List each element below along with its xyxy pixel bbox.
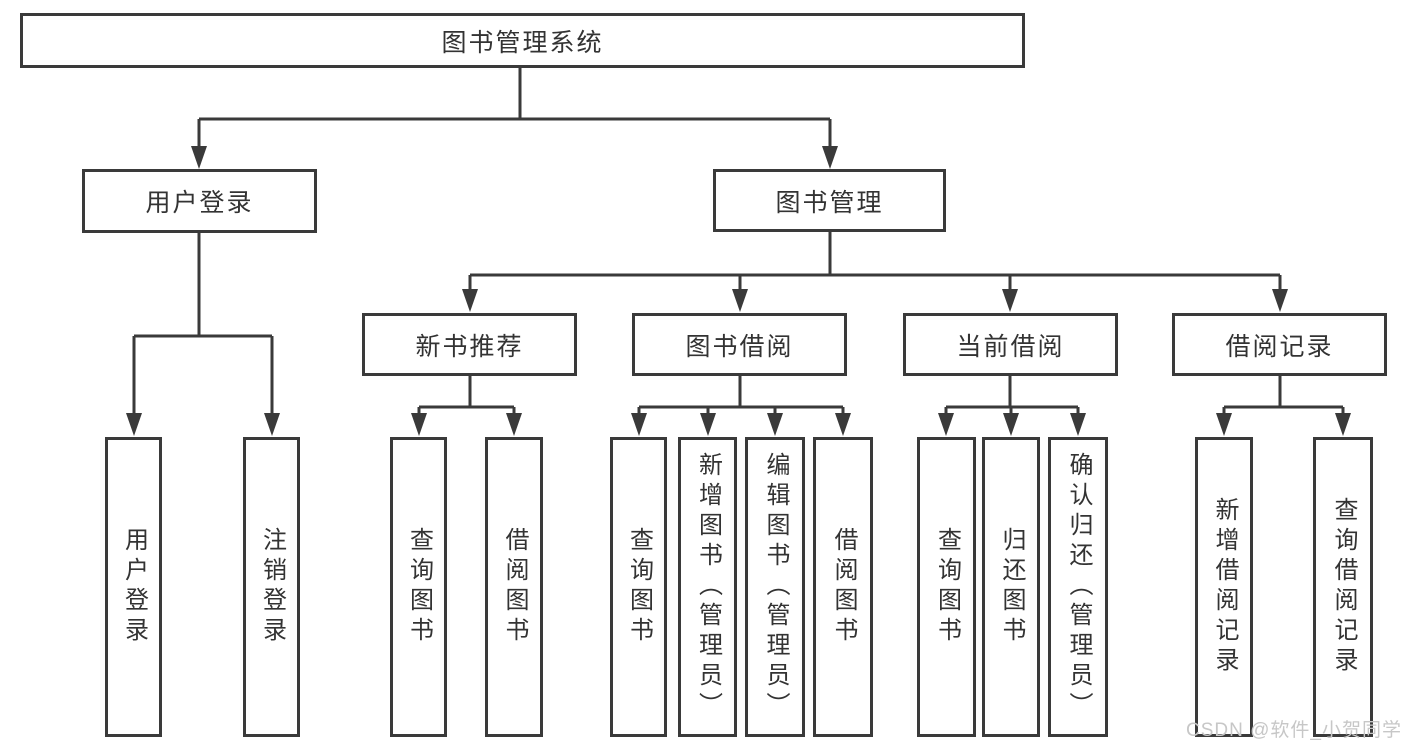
node-book-management: 图书管理	[713, 169, 946, 232]
leaf-confirm-return-admin: 确认归还（管理员）	[1048, 437, 1108, 737]
csdn-watermark: CSDN @软件_小贺同学	[1186, 720, 1402, 741]
node-new-book-recommend: 新书推荐	[362, 313, 577, 376]
leaf-query-books-borrowing: 查询图书	[610, 437, 667, 737]
leaf-borrow-books-recommend: 借阅图书	[485, 437, 543, 737]
node-current-borrowing: 当前借阅	[903, 313, 1118, 376]
leaf-add-books-admin: 新增图书（管理员）	[678, 437, 737, 737]
node-borrow-records: 借阅记录	[1172, 313, 1387, 376]
leaf-query-borrow-record: 查询借阅记录	[1313, 437, 1373, 737]
leaf-add-borrow-record: 新增借阅记录	[1195, 437, 1253, 737]
node-book-borrowing: 图书借阅	[632, 313, 847, 376]
node-user-login: 用户登录	[82, 169, 317, 233]
leaf-edit-books-admin: 编辑图书（管理员）	[745, 437, 805, 737]
leaf-query-books-recommend: 查询图书	[390, 437, 447, 737]
leaf-query-books-current: 查询图书	[917, 437, 976, 737]
leaf-logout: 注销登录	[243, 437, 300, 737]
node-book-management-system: 图书管理系统	[20, 13, 1025, 68]
leaf-user-login: 用户登录	[105, 437, 162, 737]
leaf-return-books: 归还图书	[982, 437, 1040, 737]
leaf-borrow-books: 借阅图书	[813, 437, 873, 737]
